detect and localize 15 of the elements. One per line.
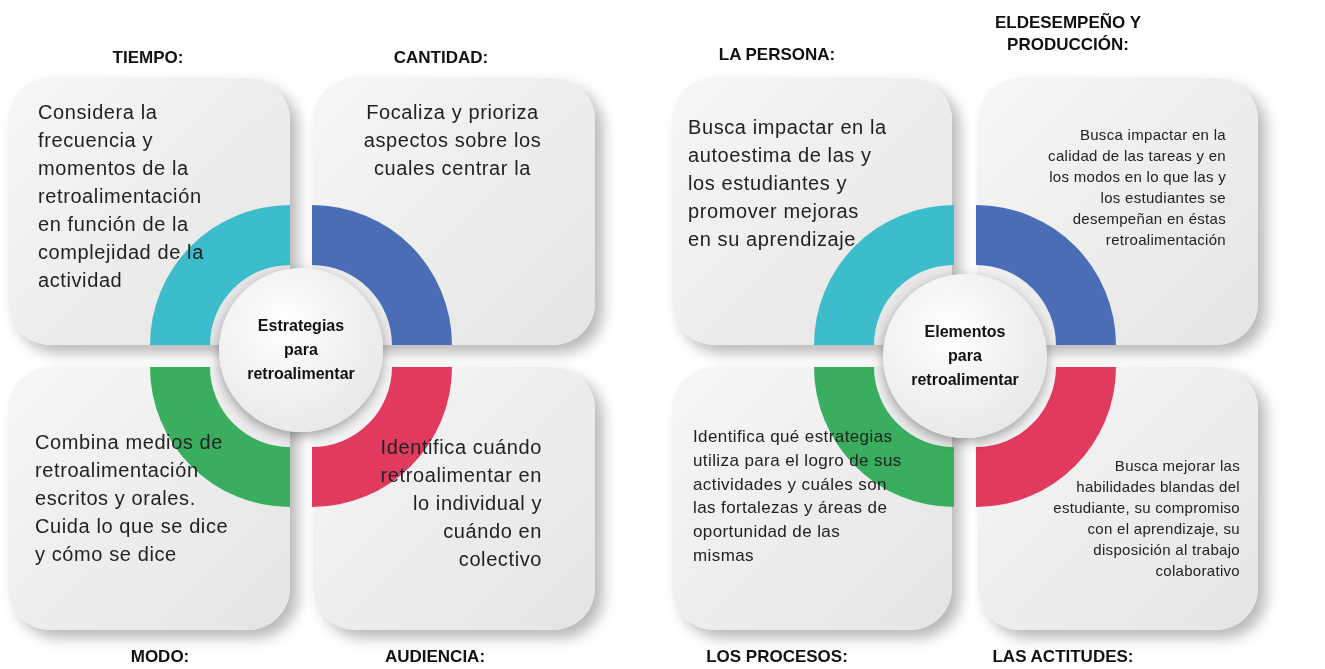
section-heading: LOS PROCESOS: xyxy=(705,646,849,668)
description-text: Busca mejorar las habilidades blandas del estudiante, su compromiso con el aprendizaje, su disposición al trabajo colaborativo xyxy=(1052,456,1240,581)
center-label: Elementos para retroalimentar xyxy=(910,322,1020,390)
section-heading: TIEMPO: xyxy=(111,47,185,69)
section-heading: ELDESEMPEÑO Y PRODUCCIÓN: xyxy=(993,12,1143,57)
center-label: Estrategias para retroalimentar xyxy=(246,316,356,384)
description-text: Focaliza y prioriza aspectos sobre los cuales centrar la xyxy=(362,100,543,181)
section-heading: CANTIDAD: xyxy=(392,47,490,69)
section-heading: AUDIENCIA: xyxy=(383,646,487,668)
description-text: Busca impactar en la calidad de las tareas y en los modos en lo que las y los estudiantes se desempeñan en éstas retroalimentación xyxy=(1047,125,1226,250)
section-heading: LAS ACTITUDES: xyxy=(991,646,1135,668)
description-text: Busca impactar en la autoestima de las y los estudiantes y promover mejoras en su aprendizaje xyxy=(688,115,888,252)
section-heading: MODO: xyxy=(129,646,191,668)
description-text: Considera la frecuencia y momentos de la retroalimentación en función de la complejidad de la actividad xyxy=(38,100,205,293)
section-heading: LA PERSONA: xyxy=(717,44,837,66)
